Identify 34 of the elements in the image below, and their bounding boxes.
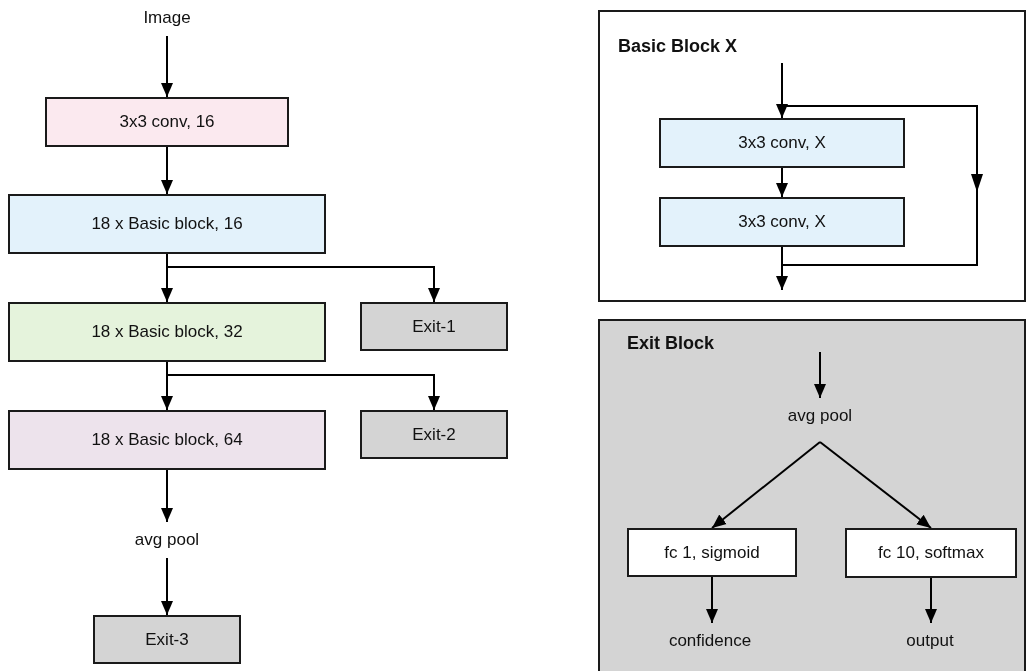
- arrow: [166, 361, 440, 411]
- block-panel: [598, 10, 1026, 302]
- flow-label: confidence: [668, 631, 752, 651]
- arrow: [161, 469, 173, 523]
- process-box: 3x3 conv, X: [659, 118, 905, 168]
- process-box: 18 x Basic block, 64: [8, 410, 326, 470]
- arrow: [161, 146, 173, 195]
- arrow: [711, 441, 821, 529]
- arrow: [706, 576, 718, 624]
- panel-heading: Exit Block: [627, 333, 715, 354]
- process-box: Exit-3: [93, 615, 241, 664]
- process-box: Exit-1: [360, 302, 508, 351]
- arrow: [776, 62, 788, 119]
- process-box: fc 10, softmax: [845, 528, 1017, 578]
- arrow: [166, 253, 440, 303]
- process-box: Exit-2: [360, 410, 508, 459]
- flow-label: avg pool: [787, 406, 853, 426]
- arrow: [776, 246, 788, 291]
- flow-label: output: [906, 631, 954, 651]
- arrow: [776, 167, 788, 198]
- arrow: [161, 35, 173, 98]
- process-box: fc 1, sigmoid: [627, 528, 797, 577]
- block-panel: [598, 319, 1026, 671]
- arrow: [925, 577, 937, 624]
- process-box: 3x3 conv, 16: [45, 97, 289, 147]
- flow-label: Image: [143, 8, 191, 28]
- process-box: 3x3 conv, X: [659, 197, 905, 247]
- arrow: [161, 557, 173, 616]
- panel-heading: Basic Block X: [618, 36, 738, 57]
- arrow: [814, 351, 826, 399]
- arrow: [819, 441, 932, 529]
- flow-label: avg pool: [134, 530, 200, 550]
- process-box: 18 x Basic block, 32: [8, 302, 326, 362]
- process-box: 18 x Basic block, 16: [8, 194, 326, 254]
